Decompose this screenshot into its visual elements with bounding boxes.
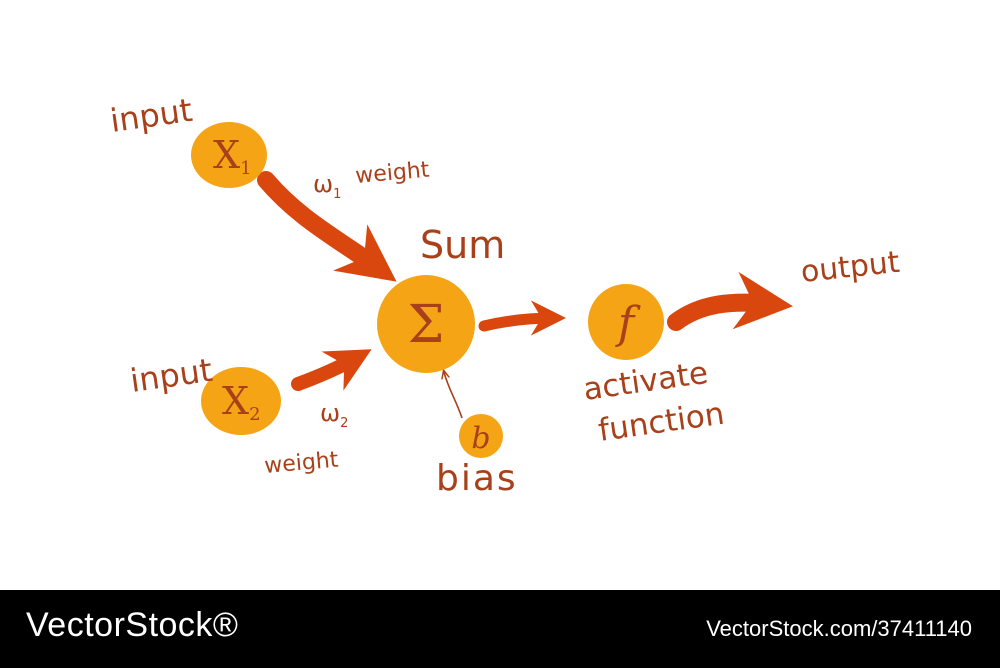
footer-brand: VectorStock®	[26, 606, 239, 644]
sum-label: Sum	[420, 223, 505, 267]
watermark-footer: VectorStock® VectorStock.com/37411140	[0, 590, 1000, 668]
arrow-x1-to-sum	[257, 171, 397, 282]
sum-symbol: Σ	[408, 295, 445, 355]
neuron-diagram: X1 X2 Σ f b input input ω1 weight ω2 wei…	[108, 91, 902, 499]
arrow-sum-to-f	[478, 300, 567, 336]
node-x2	[201, 367, 281, 435]
weight-label-2: weight	[263, 448, 339, 479]
x2-label: X2	[222, 379, 261, 425]
arrow-f-to-output	[667, 271, 793, 331]
node-f	[588, 284, 664, 360]
arrow-x2-to-sum	[291, 349, 372, 391]
w2-label: ω2	[320, 399, 348, 431]
input-label-2: input	[128, 351, 215, 400]
node-sum	[377, 275, 475, 373]
input-label-1: input	[108, 91, 195, 140]
x1-label: X1	[213, 133, 252, 179]
weight-label-1: weight	[354, 158, 430, 189]
bias-label: bias	[436, 458, 518, 499]
node-b	[459, 414, 503, 458]
w1-label: ω1	[313, 170, 341, 202]
footer-image-id: VectorStock.com/37411140	[706, 616, 972, 641]
b-symbol: b	[471, 421, 490, 456]
node-x1	[191, 122, 267, 188]
output-label: output	[799, 245, 901, 290]
arrow-bias-to-sum	[444, 372, 463, 419]
